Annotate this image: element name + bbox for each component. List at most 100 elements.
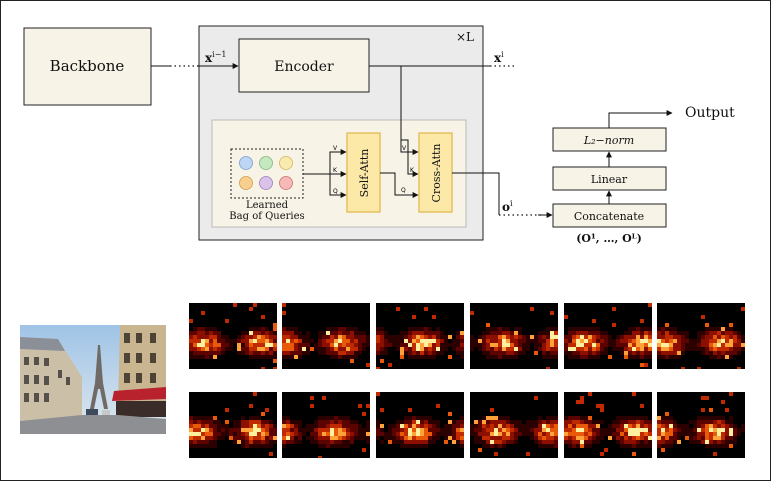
heatmap-cell — [197, 440, 201, 444]
heatmap-cell — [294, 327, 298, 331]
heatmap-cell — [346, 428, 350, 432]
heatmap-cell — [709, 335, 713, 339]
heatmap-cell — [444, 424, 448, 428]
heatmap-cell — [261, 335, 265, 339]
heatmap-cell — [209, 424, 213, 428]
heatmap-cell — [506, 428, 510, 432]
heatmap-cell — [522, 335, 526, 339]
heatmap-cell — [568, 416, 572, 420]
heatmap-cell — [384, 339, 388, 343]
heatmap-cell — [506, 416, 510, 420]
heatmap-cell — [392, 335, 396, 339]
heatmap-cell — [213, 424, 217, 428]
heatmap-cell — [330, 416, 334, 420]
heatmap-cell — [205, 420, 209, 424]
heatmap-cell — [452, 347, 456, 351]
heatmap-cell — [530, 420, 534, 424]
heatmap-cell — [564, 424, 568, 428]
heatmap-cell — [486, 440, 490, 444]
heatmap-cell — [338, 416, 342, 420]
heatmap-cell — [322, 339, 326, 343]
heatmap-cell — [424, 440, 428, 444]
heatmap-canvas — [376, 392, 464, 448]
heatmap-cell — [717, 351, 721, 355]
heatmap-cell — [436, 428, 440, 432]
heatmap-cell — [302, 432, 306, 436]
heatmap-cell — [644, 335, 648, 339]
heatmap-cell — [522, 343, 526, 347]
heatmap-cell — [205, 424, 209, 428]
heatmap-cell — [380, 351, 384, 355]
heatmap-cell — [620, 424, 624, 428]
heatmap-cell — [538, 347, 542, 351]
heatmap-cell — [580, 396, 584, 400]
heatmap-cell — [705, 351, 709, 355]
heatmap-cell — [298, 440, 302, 444]
heatmap-cell — [338, 331, 342, 335]
heatmap-cell — [600, 432, 604, 436]
heatmap-cell — [286, 436, 290, 440]
heatmap-cell — [237, 335, 241, 339]
heatmap-cell — [725, 420, 729, 424]
heatmap-cell — [225, 343, 229, 347]
heatmap-cell — [729, 424, 733, 428]
heatmap-cell — [608, 424, 612, 428]
heatmap-cell — [608, 335, 612, 339]
heatmap-cell — [448, 420, 452, 424]
heatmap-cell — [396, 307, 400, 311]
heatmap-cell — [416, 355, 420, 359]
self-v-label: V — [333, 145, 338, 152]
heatmap-cell — [221, 335, 225, 339]
heatmap-cell — [596, 440, 600, 444]
heatmap-cell — [713, 347, 717, 351]
heatmap-cell — [588, 343, 592, 347]
heatmap-cell — [197, 355, 201, 359]
heatmap-cell — [568, 355, 572, 359]
heatmap-cell — [612, 307, 616, 311]
heatmap-cell — [326, 444, 330, 448]
heatmap-cell — [470, 311, 474, 315]
heatmap-cell — [326, 335, 330, 339]
heatmap-cell — [420, 339, 424, 343]
heatmap-cell — [225, 408, 229, 412]
heatmap-cell — [697, 339, 701, 343]
heatmap-cell — [733, 331, 737, 335]
heatmap-cell — [416, 424, 420, 428]
queries-label-line2: Bag of Queries — [229, 211, 304, 222]
heatmap-cell — [253, 331, 257, 335]
heatmap-cell — [522, 347, 526, 351]
heatmap-cell — [538, 339, 542, 343]
heatmap-cell — [689, 440, 693, 444]
heatmap-cell — [460, 347, 464, 351]
heatmap-cell — [486, 347, 490, 351]
heatmap-cell — [273, 331, 277, 335]
heatmap-cell — [576, 347, 580, 351]
heatmap-cell — [612, 323, 616, 327]
heatmap-cell — [725, 335, 729, 339]
heatmap-cell — [534, 396, 538, 400]
heatmap-cell — [661, 448, 665, 452]
heatmap-cell — [249, 331, 253, 335]
heatmap-cell — [604, 335, 608, 339]
heatmap-cell — [326, 327, 330, 331]
heatmap-cell — [482, 351, 486, 355]
backbone-block — [23, 27, 152, 106]
heatmap-cell — [534, 424, 538, 428]
heatmap-cell — [261, 444, 265, 448]
heatmap-cell — [482, 331, 486, 335]
heatmap-cell — [306, 347, 310, 351]
heatmap-cell — [400, 420, 404, 424]
heatmap-cell — [330, 335, 334, 339]
heatmap-cell — [514, 343, 518, 347]
heatmap-cell — [596, 404, 600, 408]
heatmap-cell — [632, 347, 636, 351]
heatmap-cell — [416, 331, 420, 335]
heatmap-cell — [632, 339, 636, 343]
heatmap-cell — [604, 428, 608, 432]
heatmap-cell — [350, 359, 354, 363]
heatmap-cell — [669, 335, 673, 339]
heatmap-cell — [644, 424, 648, 428]
heatmap-cell — [376, 335, 380, 339]
heatmap-cell — [673, 440, 677, 444]
heatmap-cell — [440, 339, 444, 343]
